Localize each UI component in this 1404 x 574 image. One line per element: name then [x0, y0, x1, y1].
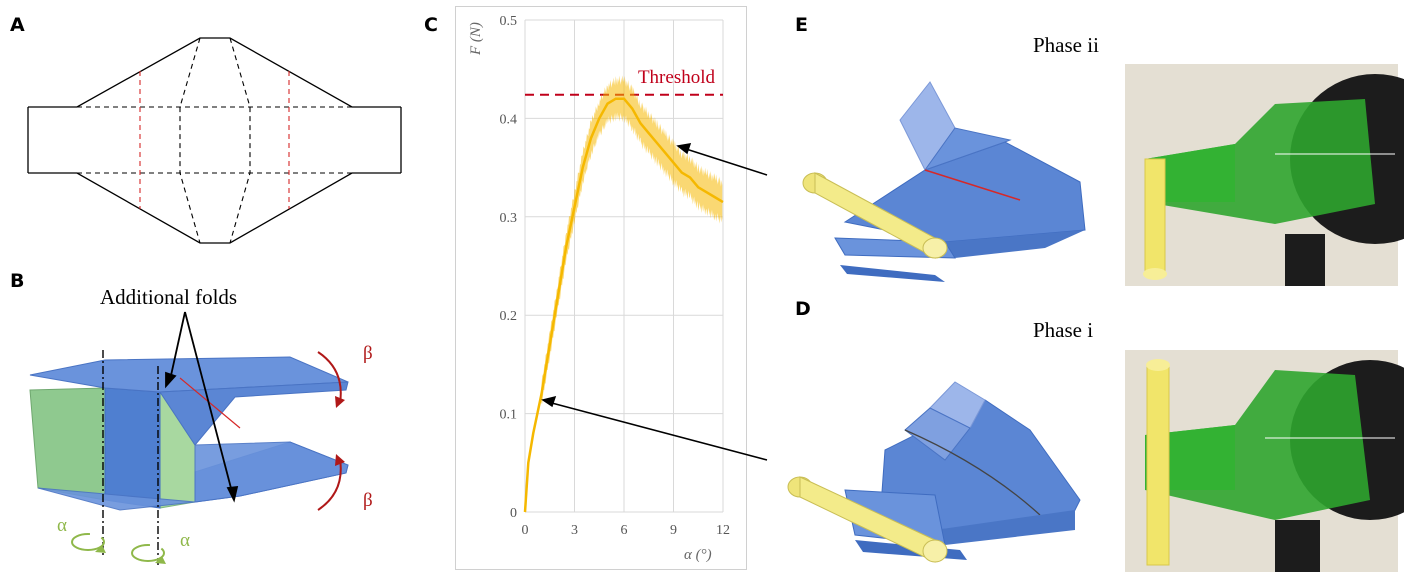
panel-label-e: E — [795, 14, 808, 36]
threshold-label: Threshold — [638, 67, 716, 88]
arrow-to-phase-i — [547, 401, 768, 461]
chart-frame — [455, 6, 747, 570]
series-line — [523, 97, 724, 513]
y-tick-label: 0 — [510, 506, 517, 521]
panel-label-d: D — [795, 298, 811, 320]
fold-line-right-center — [229, 37, 251, 244]
additional-fold-mark-top — [179, 377, 241, 429]
folded-gripper-illustration — [29, 311, 349, 565]
series-noise-band — [525, 75, 723, 515]
x-tick-label: 12 — [716, 523, 730, 538]
force-angle-chart: 0 0.1 0.2 0.3 0.4 0.5 0 3 6 9 12 Threshold — [500, 14, 731, 538]
fold-line-left-center — [179, 37, 201, 244]
phase-ii-render — [802, 81, 1086, 282]
phase-i-label: Phase i — [1033, 318, 1094, 342]
panel-label-c: C — [424, 14, 438, 36]
x-tick-label: 6 — [621, 523, 628, 538]
alpha-label-right: α — [180, 530, 190, 551]
phase-i-render — [787, 381, 1081, 563]
y-tick-label: 0.1 — [500, 408, 518, 423]
y-tick-label: 0.2 — [500, 309, 518, 324]
phase-i-photo — [1125, 350, 1404, 572]
panel-label-a: A — [10, 14, 25, 36]
outline-bottom — [28, 172, 401, 244]
outline-top — [28, 37, 401, 108]
additional-folds-annotation: Additional folds — [100, 285, 238, 309]
phase-ii-photo — [1125, 64, 1404, 286]
y-tick-label: 0.3 — [500, 211, 518, 226]
crease-pattern-diagram — [27, 37, 402, 244]
beta-label-bottom: β — [363, 490, 373, 511]
x-tick-label: 9 — [670, 523, 677, 538]
beta-label-top: β — [363, 343, 373, 364]
arrow-to-phase-ii — [682, 147, 768, 176]
y-tick-label: 0.4 — [500, 112, 518, 127]
alpha-label-left: α — [57, 515, 67, 536]
y-tick-label: 0.5 — [500, 14, 518, 29]
phase-ii-label: Phase ii — [1033, 33, 1099, 57]
chart-xlabel: α (°) — [684, 547, 712, 563]
x-tick-label: 0 — [522, 523, 529, 538]
panel-label-b: B — [10, 270, 25, 292]
x-tick-label: 3 — [571, 523, 578, 538]
